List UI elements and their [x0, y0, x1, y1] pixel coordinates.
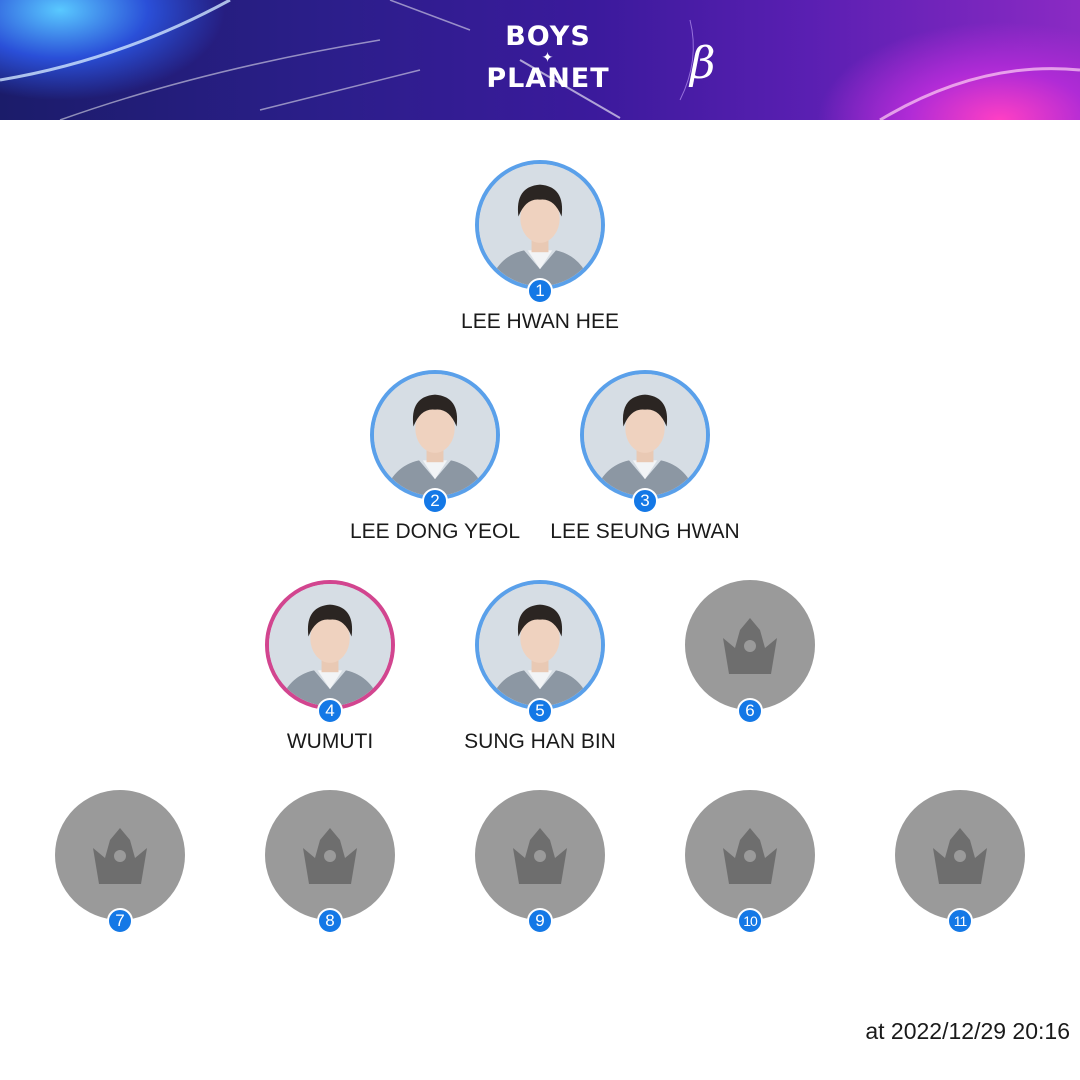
empty-slot-avatar[interactable] [265, 790, 395, 920]
rank-badge: 5 [527, 698, 553, 724]
crown-icon [513, 828, 567, 884]
rank-slot-7[interactable]: 7 [30, 790, 210, 990]
rank-slot-6[interactable]: 6 [660, 580, 840, 780]
boys-planet-logo: BOYS ✦ PLANET [468, 22, 628, 94]
empty-slot-avatar[interactable] [685, 790, 815, 920]
crown-icon [93, 828, 147, 884]
header-banner: BOYS ✦ PLANET β [0, 0, 1080, 120]
beta-mark: β [690, 38, 716, 89]
rank-badge: 3 [632, 488, 658, 514]
empty-slot-avatar[interactable] [475, 790, 605, 920]
rank-badge: 7 [107, 908, 133, 934]
trainee-photo [479, 164, 601, 286]
trainee-photo [269, 584, 391, 706]
trainee-name: LEE SEUNG HWAN [550, 520, 740, 543]
crown-icon [933, 828, 987, 884]
trainee-name: LEE HWAN HEE [461, 310, 619, 333]
trainee-photo [374, 374, 496, 496]
empty-slot-avatar[interactable] [895, 790, 1025, 920]
rank-slot-11[interactable]: 11 [870, 790, 1050, 990]
logo-line-2: PLANET [486, 63, 610, 94]
crown-icon [303, 828, 357, 884]
crown-icon [723, 828, 777, 884]
empty-slot-avatar[interactable] [55, 790, 185, 920]
trainee-avatar[interactable] [370, 370, 500, 500]
trainee-name: WUMUTI [286, 730, 374, 753]
rank-badge: 11 [947, 908, 973, 934]
trainee-avatar[interactable] [475, 160, 605, 290]
rank-badge: 2 [422, 488, 448, 514]
trainee-photo [479, 584, 601, 706]
rank-badge: 1 [527, 278, 553, 304]
timestamp: at 2022/12/29 20:16 [865, 1018, 1070, 1044]
trainee-avatar[interactable] [475, 580, 605, 710]
rank-badge: 9 [527, 908, 553, 934]
crown-icon [723, 618, 777, 674]
logo-star-icon: ✦ [541, 50, 555, 66]
rank-badge: 6 [737, 698, 763, 724]
trainee-name: SUNG HAN BIN [464, 730, 616, 753]
empty-slot-avatar[interactable] [685, 580, 815, 710]
trainee-name: LEE DONG YEOL [349, 520, 520, 543]
logo-line-1: BOYS [505, 21, 591, 52]
banner-light-streaks [0, 0, 1080, 120]
trainee-avatar[interactable] [580, 370, 710, 500]
rank-badge: 4 [317, 698, 343, 724]
trainee-avatar[interactable] [265, 580, 395, 710]
rank-slot-9[interactable]: 9 [450, 790, 630, 990]
trainee-photo [584, 374, 706, 496]
rank-badge: 10 [737, 908, 763, 934]
rank-slot-10[interactable]: 10 [660, 790, 840, 990]
rank-slot-8[interactable]: 8 [240, 790, 420, 990]
rank-badge: 8 [317, 908, 343, 934]
